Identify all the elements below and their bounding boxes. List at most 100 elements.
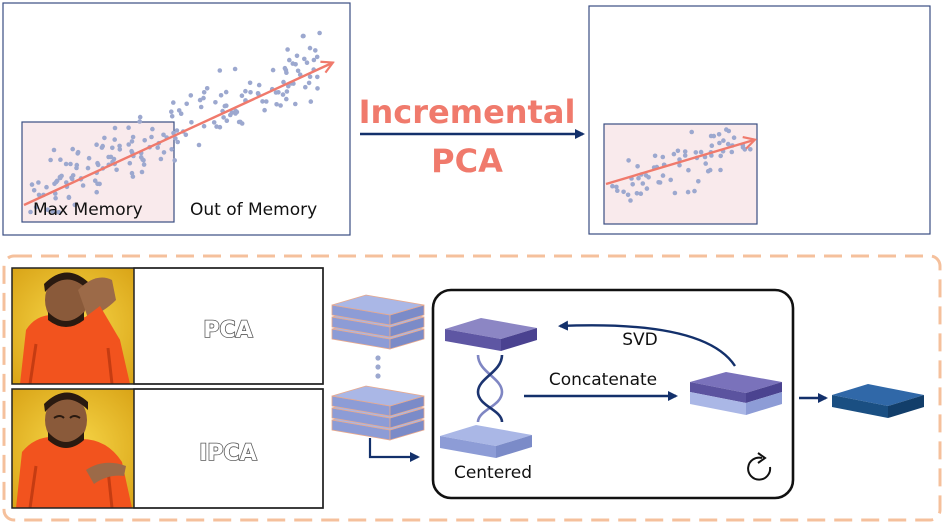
scatter-point <box>68 161 73 167</box>
scatter-point <box>85 165 91 171</box>
scatter-point <box>243 88 248 94</box>
scatter-point <box>63 161 69 167</box>
scatter-point <box>99 145 105 150</box>
scatter-point <box>682 153 688 158</box>
scatter-point <box>711 133 717 139</box>
scatter-point <box>689 129 694 135</box>
scatter-point <box>307 45 313 51</box>
scatter-point <box>36 192 42 198</box>
scatter-point <box>137 119 142 124</box>
scatter-point <box>718 167 723 173</box>
scatter-point <box>303 84 308 90</box>
centered-label: Centered <box>454 463 532 483</box>
scatter-point <box>129 139 135 144</box>
scatter-point <box>169 109 174 114</box>
scatter-point <box>130 174 136 179</box>
scatter-point <box>44 184 49 190</box>
scatter-point <box>176 108 182 113</box>
scatter-point <box>169 147 174 152</box>
scatter-point <box>234 109 240 115</box>
scatter-point <box>290 61 296 66</box>
scatter-point <box>284 96 289 102</box>
scatter-point <box>610 183 615 189</box>
scatter-point <box>625 192 631 198</box>
scatter-point <box>111 156 117 162</box>
scatter-point <box>692 188 697 194</box>
scatter-point <box>731 135 737 140</box>
batch-feed-arrow <box>368 438 420 462</box>
scatter-point <box>635 164 640 169</box>
scatter-point <box>709 143 715 148</box>
scatter-point <box>129 148 134 154</box>
meme-pca-text: PCA <box>203 318 252 343</box>
scatter-point <box>52 181 57 187</box>
scatter-point <box>615 188 620 193</box>
scatter-point <box>102 135 107 141</box>
scatter-point <box>198 104 204 110</box>
max-memory-label: Max Memory <box>33 200 143 220</box>
data-batch-stack-top <box>331 294 425 350</box>
scatter-point <box>171 130 176 136</box>
scatter-point <box>636 175 641 181</box>
scatter-point <box>72 202 78 208</box>
scatter-point <box>51 147 57 153</box>
scatter-point <box>141 162 147 167</box>
scatter-point <box>74 165 79 171</box>
scatter-point <box>117 143 122 149</box>
scatter-point <box>126 142 131 147</box>
scatter-point <box>232 66 238 72</box>
scatter-point <box>282 65 288 71</box>
scatter-point <box>217 68 223 73</box>
scatter-point <box>114 167 119 173</box>
scatter-point <box>196 142 202 148</box>
scatter-point <box>221 115 226 120</box>
scatter-point <box>33 204 39 210</box>
scatter-point <box>218 93 224 98</box>
scatter-point <box>149 134 154 140</box>
scatter-point <box>155 145 160 150</box>
concatenated-block <box>690 372 782 415</box>
scatter-point <box>281 79 286 85</box>
scatter-point <box>150 126 155 132</box>
previous-components-plate <box>445 318 537 351</box>
scatter-point <box>80 183 86 188</box>
scatter-point <box>295 68 301 74</box>
scatter-point <box>628 198 633 203</box>
scatter-point <box>53 191 58 196</box>
scatter-point <box>201 123 207 129</box>
scatter-point <box>675 148 681 154</box>
scatter-point <box>740 145 746 150</box>
scatter-point <box>707 167 713 173</box>
scatter-point <box>45 207 50 212</box>
scatter-point <box>686 167 691 173</box>
scatter-point <box>726 128 732 134</box>
scatter-point <box>92 178 98 183</box>
scatter-point <box>718 153 723 159</box>
plate-top <box>331 385 425 407</box>
scatter-point <box>106 154 111 160</box>
scatter-point <box>239 93 245 98</box>
scatter-point <box>729 149 735 155</box>
scatter-point <box>614 184 619 190</box>
scatter-point <box>256 82 262 88</box>
scatter-point <box>97 181 102 187</box>
scatter-point <box>621 189 626 195</box>
scatter-point <box>69 175 74 181</box>
scatter-point <box>204 86 210 91</box>
svd-arrow <box>558 320 737 367</box>
scatter-point <box>660 173 666 178</box>
scatter-point <box>161 132 166 138</box>
scatter-point <box>117 147 123 152</box>
scatter-point <box>224 118 230 123</box>
scatter-point <box>274 102 279 107</box>
centered-batch-plate <box>440 425 532 458</box>
scatter-point <box>75 149 81 155</box>
scatter-point <box>158 156 164 162</box>
scatter-point <box>188 93 194 98</box>
scatter-point <box>660 154 666 160</box>
scatter-point <box>56 209 61 215</box>
scatter-point <box>652 153 658 159</box>
scatter-point <box>174 128 180 133</box>
scatter-point <box>260 99 265 104</box>
